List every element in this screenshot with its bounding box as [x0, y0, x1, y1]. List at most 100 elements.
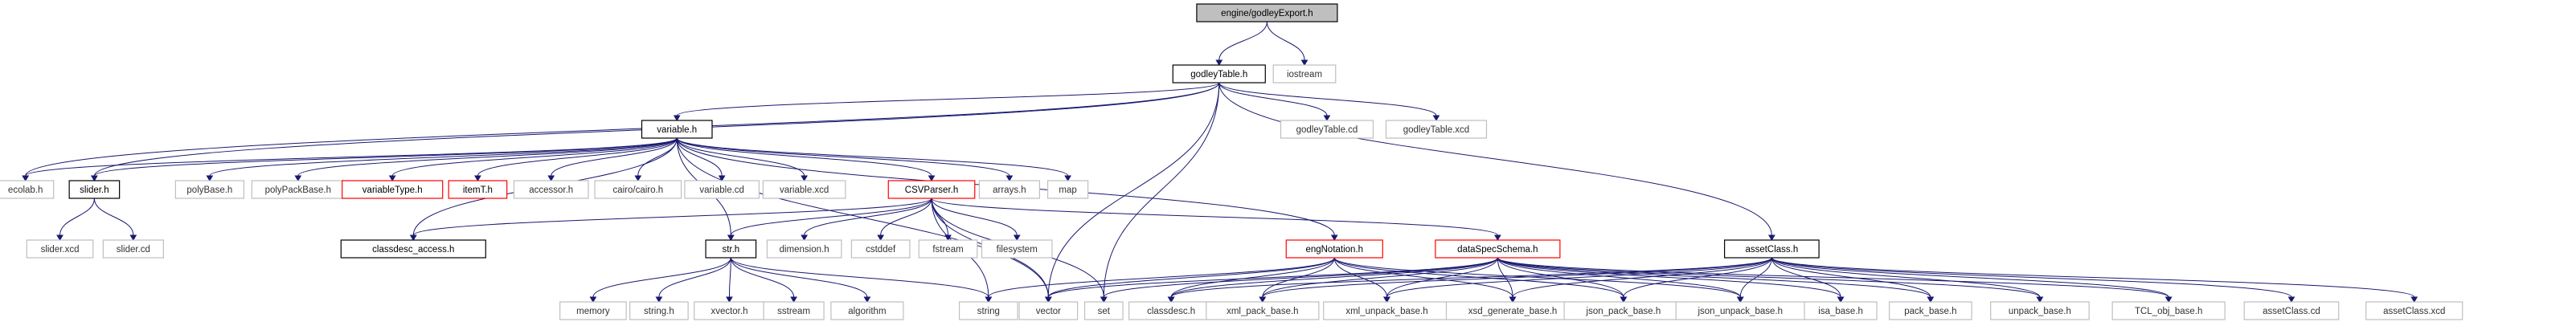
- node-box: [762, 180, 846, 199]
- edge-assetClass-to-isaBase: [1771, 257, 1845, 303]
- node-polyPackBase[interactable]: polyPackBase.h: [251, 180, 345, 199]
- node-variableXcd[interactable]: variable.xcd: [762, 180, 846, 199]
- node-box: [1285, 239, 1383, 259]
- node-fstream[interactable]: fstream: [918, 239, 978, 259]
- node-godleyTableXcd[interactable]: godleyTable.xcd: [1385, 120, 1488, 139]
- node-label: variable.h: [657, 125, 697, 135]
- node-arrays[interactable]: arrays.h: [978, 180, 1041, 199]
- node-classdescAccess[interactable]: classdesc_access.h: [340, 239, 486, 259]
- edge-engNotation-to-string: [985, 257, 1335, 303]
- node-label: itemT.h: [463, 185, 493, 195]
- node-xsdGenerateBase[interactable]: xsd_generate_base.h: [1445, 301, 1580, 320]
- node-variableCd[interactable]: variable.cd: [684, 180, 760, 199]
- node-label: accessor.h: [529, 185, 573, 195]
- edge-assetClass-to-assetClassCd: [1771, 257, 2295, 303]
- node-set[interactable]: set: [1083, 301, 1124, 320]
- node-label: variable.cd: [699, 185, 744, 195]
- edge-CSVParser-to-str: [727, 198, 932, 241]
- edge-CSVParser-to-cstddef: [877, 198, 932, 241]
- node-str[interactable]: str.h: [705, 239, 757, 259]
- node-root[interactable]: engine/godleyExport.h: [1196, 3, 1338, 22]
- node-label: dimension.h: [780, 245, 829, 255]
- node-ecolab[interactable]: ecolab.h: [0, 180, 55, 199]
- node-label: godleyTable.cd: [1296, 125, 1358, 135]
- node-label: ecolab.h: [8, 185, 43, 195]
- node-assetClassXcd[interactable]: assetClass.xcd: [2365, 301, 2463, 320]
- node-assetClassCd[interactable]: assetClass.cd: [2243, 301, 2340, 320]
- node-slider[interactable]: slider.h: [68, 180, 121, 199]
- node-label: fstream: [932, 245, 963, 255]
- edge-godleyTable-to-set: [1100, 82, 1220, 303]
- node-box: [448, 180, 508, 199]
- node-variableType[interactable]: variableType.h: [342, 180, 444, 199]
- node-box: [1272, 64, 1337, 84]
- node-dimension[interactable]: dimension.h: [766, 239, 842, 259]
- node-box: [1724, 239, 1820, 259]
- node-variable[interactable]: variable.h: [641, 120, 713, 139]
- node-vector[interactable]: vector: [1018, 301, 1079, 320]
- node-polyBase[interactable]: polyBase.h: [174, 180, 244, 199]
- node-label: arrays.h: [993, 185, 1026, 195]
- edge-variable-to-variableType: [388, 137, 678, 181]
- node-box: [2111, 301, 2226, 320]
- node-box: [641, 120, 713, 139]
- node-engNotation[interactable]: engNotation.h: [1285, 239, 1383, 259]
- edge-godleyTable-to-assetClass: [1218, 82, 1775, 241]
- node-jsonUnpackBase[interactable]: json_unpack_base.h: [1675, 301, 1805, 320]
- node-itemT[interactable]: itemT.h: [448, 180, 508, 199]
- node-box: [918, 239, 978, 259]
- node-label: xvector.h: [711, 307, 747, 316]
- node-godleyTableCd[interactable]: godleyTable.cd: [1280, 120, 1374, 139]
- node-classdesc[interactable]: classdesc.h: [1128, 301, 1214, 320]
- node-label: cairo/cairo.h: [612, 185, 663, 195]
- node-box: [102, 239, 164, 259]
- node-sliderCd[interactable]: slider.cd: [102, 239, 164, 259]
- node-label: assetClass.xcd: [2383, 307, 2445, 316]
- node-iostream[interactable]: iostream: [1272, 64, 1337, 84]
- node-memory[interactable]: memory: [559, 301, 627, 320]
- node-box: [1435, 239, 1561, 259]
- node-jsonPackBase[interactable]: json_pack_base.h: [1563, 301, 1684, 320]
- node-assetClass[interactable]: assetClass.h: [1724, 239, 1820, 259]
- node-box: [958, 301, 1018, 320]
- node-label: str.h: [722, 245, 739, 255]
- node-xmlPackBase[interactable]: xml_pack_base.h: [1206, 301, 1320, 320]
- node-packBase[interactable]: pack_base.h: [1889, 301, 1972, 320]
- node-dataSpecSchema[interactable]: dataSpecSchema.h: [1435, 239, 1561, 259]
- node-sstream[interactable]: sstream: [763, 301, 825, 320]
- nodes-layer: engine/godleyExport.h godleyTable.h iostre…: [0, 3, 2463, 320]
- node-label: slider.cd: [117, 245, 150, 255]
- edge-assetClass-to-xmlUnpackBase: [1383, 257, 1772, 303]
- node-cstddef[interactable]: cstddef: [850, 239, 911, 259]
- edge-variable-to-polyBase: [206, 137, 678, 181]
- node-CSVParser[interactable]: CSVParser.h: [887, 180, 976, 199]
- node-TCLobjBase[interactable]: TCL_obj_base.h: [2111, 301, 2226, 320]
- node-stringH[interactable]: string.h: [629, 301, 689, 320]
- node-isaBase[interactable]: isa_base.h: [1804, 301, 1878, 320]
- node-box: [1046, 180, 1089, 199]
- node-filesystem[interactable]: filesystem: [981, 239, 1053, 259]
- node-string[interactable]: string: [958, 301, 1018, 320]
- node-map[interactable]: map: [1046, 180, 1089, 199]
- node-cairo[interactable]: cairo/cairo.h: [594, 180, 682, 199]
- node-box: [850, 239, 911, 259]
- node-xmlUnpackBase[interactable]: xml_unpack_base.h: [1323, 301, 1451, 320]
- edge-CSVParser-to-dataSpecSchema: [931, 198, 1501, 241]
- node-label: slider.h: [80, 185, 109, 195]
- edge-dataSpecSchema-to-set: [1100, 257, 1498, 303]
- node-label: string: [977, 307, 1000, 316]
- node-godleyTable[interactable]: godleyTable.h: [1172, 64, 1266, 84]
- node-xvector[interactable]: xvector.h: [694, 301, 765, 320]
- node-box: [1385, 120, 1488, 139]
- node-box: [340, 239, 486, 259]
- node-unpackBase[interactable]: unpack_base.h: [1990, 301, 2090, 320]
- edge-variable-to-polyPackBase: [294, 137, 678, 181]
- node-box: [342, 180, 444, 199]
- edge-variable-to-slider: [91, 137, 678, 181]
- node-algorithm[interactable]: algorithm: [830, 301, 904, 320]
- edge-CSVParser-to-filesystem: [931, 198, 1021, 241]
- edge-variable-to-variableXcd: [676, 137, 809, 181]
- node-accessor[interactable]: accessor.h: [513, 180, 589, 199]
- node-sliderXcd[interactable]: slider.xcd: [26, 239, 94, 259]
- node-box: [763, 301, 825, 320]
